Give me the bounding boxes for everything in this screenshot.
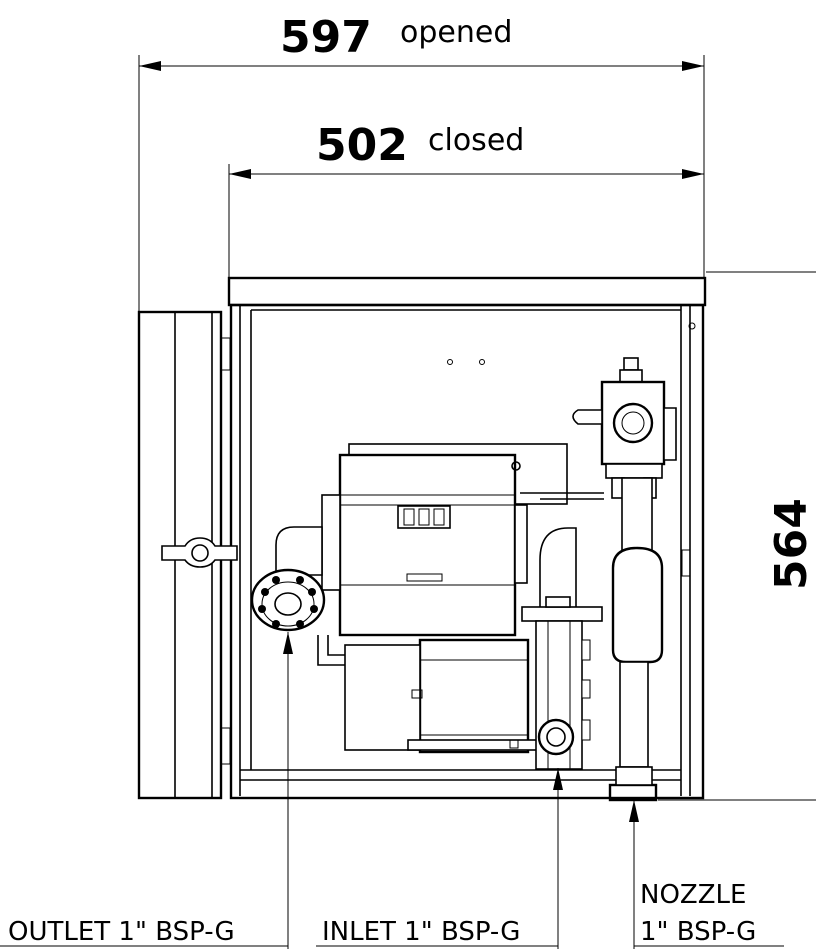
pump-body [317,635,540,754]
dimension-height-value: 564 [766,498,816,590]
outlet-fitting [250,526,326,632]
hinge-top [220,337,231,371]
dimension-closed-label: closed [428,123,524,158]
callout-nozzle-label-line2: 1" BSP-G [640,917,756,947]
latch-right [681,549,691,577]
cabinet-lid [227,276,707,307]
dimension-closed: 502 closed [228,120,704,278]
nozzle-assembly [572,357,677,802]
callout-nozzle-label-line1: NOZZLE [640,880,746,910]
door-handle[interactable] [161,537,238,568]
cabinet-door [137,310,238,800]
inlet-assembly [520,492,604,770]
callout-inlet: INLET 1" BSP-G [316,768,563,949]
screw-top-right [688,322,696,330]
dimension-closed-value: 502 [316,120,408,171]
callout-outlet-label: OUTLET 1" BSP-G [8,917,235,947]
callout-nozzle: NOZZLE 1" BSP-G [629,800,784,949]
inlet-valve [537,718,575,756]
callout-inlet-label: INLET 1" BSP-G [322,917,520,947]
motor-housing [338,453,517,637]
switch-panel [397,505,451,529]
motor-assembly [321,443,568,637]
mounting-hole-2 [479,359,485,365]
inlet-flange-top [521,606,603,622]
dimension-opened-label: opened [400,15,512,50]
dimension-opened-value: 597 [280,12,372,63]
connector-strip [406,573,443,582]
dimension-opened: 597 opened [138,12,705,312]
dimension-height: 564 [658,271,816,801]
cabinet [227,276,707,800]
callout-outlet: OUTLET 1" BSP-G [0,632,293,949]
hinge-bottom [220,727,231,765]
mounting-hole-1 [447,359,453,365]
